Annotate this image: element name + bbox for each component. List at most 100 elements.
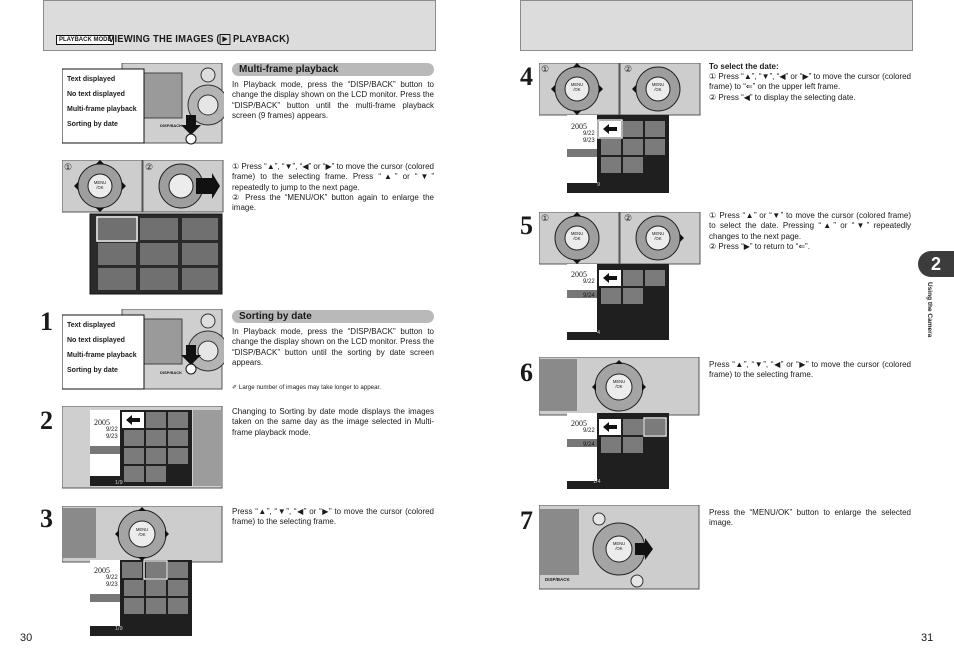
- date-row: 9/24: [583, 293, 595, 299]
- date-row: 9/22: [106, 427, 118, 433]
- multi-frame-instruction-2: ② Press the “MENU/OK” button again to en…: [232, 193, 434, 213]
- menu-bottom: /OK: [654, 87, 662, 92]
- menu-bottom: /OK: [96, 185, 104, 190]
- step-5-instruction-2: ② Press “▶” to return to “⇐”.: [709, 242, 810, 251]
- date-row: 9/23: [106, 582, 118, 588]
- title-prefix: VIEWING THE IMAGES (: [108, 33, 220, 45]
- chapter-side-label: Using the Camera: [926, 282, 933, 338]
- play-icon: ▶: [219, 33, 231, 45]
- circle-1-label: ①: [541, 64, 550, 74]
- cycle-item: Sorting by date: [67, 121, 118, 128]
- right-header-band: [520, 0, 913, 51]
- page-title: VIEWING THE IMAGES (▶ PLAYBACK): [108, 33, 289, 45]
- step-number: 6: [520, 358, 533, 387]
- menu-top: MENU: [651, 82, 665, 87]
- sort-year: 2005: [571, 270, 587, 279]
- sorting-cycle-illustration: [62, 309, 224, 390]
- menu-bottom: /OK: [654, 236, 662, 241]
- menu-bottom: /OK: [615, 384, 623, 389]
- multiframe-dpad-illustration: [62, 160, 224, 295]
- multi-frame-instruction-1: ① Press “▲”, “▼”, “◀” or “▶” to move the…: [232, 162, 434, 192]
- step-number: 7: [520, 506, 533, 535]
- date-row: 9/22: [583, 279, 595, 285]
- step-7-text: Press the “MENU/OK” button to enlarge th…: [709, 508, 911, 528]
- menu-bottom: /OK: [573, 87, 581, 92]
- sorting-text: In Playback mode, press the “DISP/BACK” …: [232, 327, 434, 368]
- menu-bottom: /OK: [615, 546, 623, 551]
- menu-top: MENU: [570, 231, 584, 236]
- chapter-tab: 2: [918, 251, 954, 277]
- right-page-number: 31: [921, 632, 934, 644]
- step-5-instruction-1: ① Press “▲” or “▼” to move the cursor (c…: [709, 211, 911, 241]
- playback-mode-tag: PLAYBACK MODE: [56, 35, 115, 45]
- title-suffix: PLAYBACK): [230, 33, 290, 45]
- sort-dates: 9/22 9/23 9/24: [583, 279, 595, 300]
- date-row: 9/24: [583, 442, 595, 448]
- sort-year: 2005: [94, 418, 110, 427]
- menu-label: MENU /OK: [134, 527, 150, 537]
- step-4-heading: To select the date:: [709, 62, 779, 71]
- step-6-text: Press “▲”, “▼”, “◀” or “▶” to move the c…: [709, 360, 911, 380]
- menu-label: MENU /OK: [650, 82, 666, 92]
- step-number: 4: [520, 62, 533, 91]
- cycle-item: Multi-frame playback: [67, 106, 137, 113]
- sort-year: 2005: [94, 566, 110, 575]
- disp-back-label: DISP/BACK: [545, 577, 570, 582]
- circle-1-label: ①: [541, 213, 550, 223]
- frame-counter: 4: [597, 330, 601, 336]
- step-4-instruction-1: ① Press “▲”, “▼”, “◀” or “▶” to move the…: [709, 72, 911, 92]
- step-number: 2: [40, 406, 53, 435]
- sort-year: 2005: [571, 122, 587, 131]
- step-number: 1: [40, 307, 53, 336]
- cycle-item: No text displayed: [67, 337, 125, 344]
- frame-counter: 1/4: [593, 479, 601, 485]
- cycle-item: Text displayed: [67, 322, 116, 329]
- menu-label: MENU /OK: [92, 180, 108, 190]
- frame-counter: 1/9: [115, 626, 123, 632]
- sorting-heading: Sorting by date: [232, 310, 434, 323]
- date-row: 9/23: [583, 435, 595, 441]
- menu-bottom: /OK: [573, 236, 581, 241]
- menu-top: MENU: [612, 541, 626, 546]
- date-row: 9/22: [583, 131, 595, 137]
- menu-top: MENU: [570, 82, 584, 87]
- sort-dates: 9/22 9/23 9/24: [106, 575, 118, 596]
- date-row: 9/23: [583, 138, 595, 144]
- circle-2-label: ②: [624, 64, 633, 74]
- circle-2-label: ②: [624, 213, 633, 223]
- circle-2-label: ②: [145, 162, 154, 172]
- menu-bottom: /OK: [138, 532, 146, 537]
- sorting-note-text: Large number of images may take longer t…: [238, 384, 381, 391]
- cycle-item: No text displayed: [67, 91, 125, 98]
- date-row: 9/24: [106, 441, 118, 447]
- step4-illustration: [539, 63, 701, 193]
- menu-top: MENU: [93, 180, 107, 185]
- step-3-text: Press “▲”, “▼”, “◀” or “▶” to move the c…: [232, 507, 434, 527]
- menu-label: MENU /OK: [569, 231, 585, 241]
- step-number: 5: [520, 211, 533, 240]
- date-row: 9/24: [106, 589, 118, 595]
- cycle-item: Sorting by date: [67, 367, 118, 374]
- sort-dates: 9/22 9/23 9/24: [583, 131, 595, 152]
- sorting-note: ✐ Large number of images may take longer…: [232, 384, 434, 392]
- sort-screen-step3: [62, 506, 223, 636]
- display-cycle-list: Text displayed No text displayed Multi-f…: [67, 72, 137, 132]
- cycle-item: Multi-frame playback: [67, 352, 137, 359]
- menu-label: MENU /OK: [611, 541, 627, 551]
- sort-year: 2005: [571, 419, 587, 428]
- left-page-number: 30: [20, 632, 33, 644]
- cycle-item: Text displayed: [67, 76, 116, 83]
- frame-counter: 9: [597, 182, 601, 188]
- menu-top: MENU: [651, 231, 665, 236]
- date-row: 9/22: [106, 575, 118, 581]
- multi-frame-text: In Playback mode, press the “DISP/BACK” …: [232, 80, 434, 121]
- sort-screen-step2: [62, 406, 223, 489]
- circle-1-label: ①: [64, 162, 73, 172]
- disp-back-label: DISP/BACK: [160, 370, 183, 375]
- display-cycle-illustration: [62, 63, 224, 145]
- step-4-instruction-2: ② Press “◀” to display the selecting dat…: [709, 93, 856, 102]
- sort-dates: 9/22 9/23 9/24: [106, 427, 118, 448]
- menu-top: MENU: [135, 527, 149, 532]
- step-2-text: Changing to Sorting by date mode display…: [232, 407, 434, 437]
- date-row: 9/23: [106, 434, 118, 440]
